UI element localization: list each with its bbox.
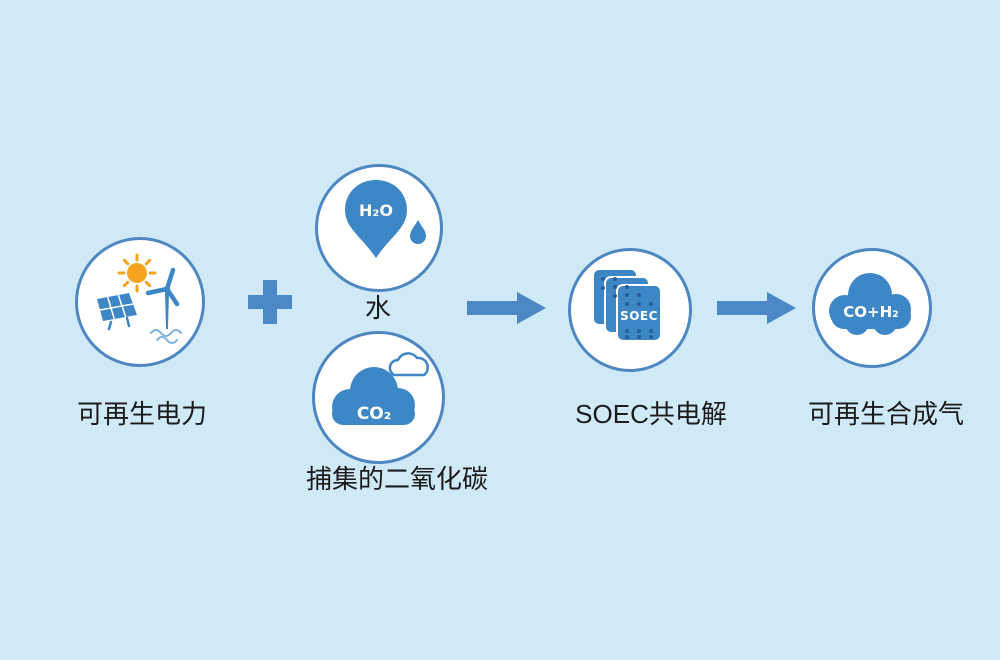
small-cloud-icon — [388, 351, 429, 376]
water-label: 水 — [364, 293, 392, 323]
syngas-circle: CO+H₂ — [812, 248, 932, 368]
sun-icon — [117, 253, 157, 293]
wind-turbine-icon — [145, 267, 180, 329]
soec-label: SOEC共电解 — [575, 399, 727, 429]
soec-stack-text: SOEC — [620, 309, 658, 323]
co2-circle: CO₂ — [312, 331, 445, 464]
flow-arrow-right-icon — [717, 292, 796, 324]
water-drop-icon — [410, 220, 426, 244]
water-pin-icon: H₂O — [345, 180, 426, 258]
renewable-power-circle — [75, 237, 205, 367]
solar-panel-icon — [97, 293, 137, 331]
renewable-power-label: 可再生电力 — [76, 399, 208, 429]
co2-formula: CO₂ — [356, 404, 390, 424]
co2-cloud-icon: CO₂ — [331, 351, 429, 425]
syngas-label: 可再生合成气 — [807, 399, 965, 429]
plus-icon — [248, 280, 292, 324]
flow-arrow-right-icon — [467, 292, 546, 324]
syngas-formula: CO+H₂ — [843, 303, 898, 321]
soec-circle: SOEC — [568, 248, 692, 372]
renewable-power-icon — [97, 253, 182, 344]
soec-stack-icon: SOEC — [592, 268, 662, 342]
co2-label: 捕集的二氧化碳 — [305, 464, 489, 494]
syngas-cloud-icon: CO+H₂ — [829, 273, 911, 335]
water-formula: H₂O — [359, 201, 393, 220]
water-waves-icon — [150, 329, 182, 344]
water-circle: H₂O — [315, 164, 443, 292]
